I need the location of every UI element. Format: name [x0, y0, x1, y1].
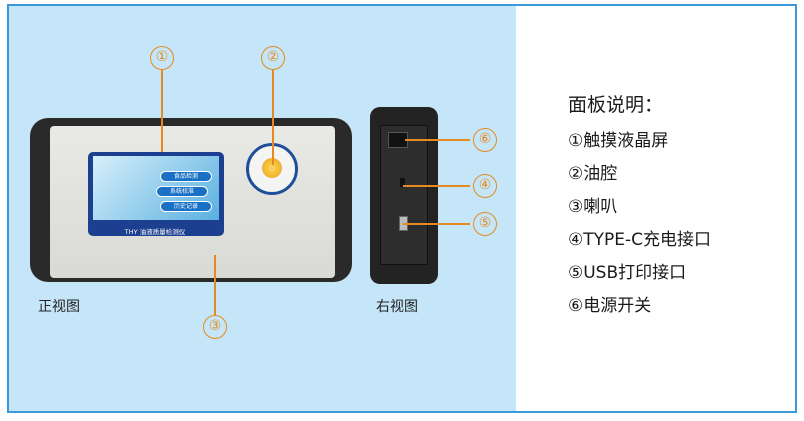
callout-2: ②	[261, 46, 285, 70]
callout-1: ①	[150, 46, 174, 70]
oil-chamber-center	[262, 158, 282, 178]
panel-legend: 面板说明： ①触摸液晶屏 ②油腔 ③喇叭 ④TYPE-C充电接口 ⑤USB打印接…	[568, 90, 711, 324]
legend-item: ②油腔	[568, 164, 618, 184]
screen-menu-item: 系统校准	[156, 186, 208, 197]
screen-menu-item: 历史记录	[160, 201, 212, 212]
arrow-3	[214, 255, 216, 315]
screen-menu-item: 食品检测	[160, 171, 212, 182]
front-view-caption: 正视图	[38, 299, 80, 315]
arrow-6	[405, 139, 470, 141]
figure-frame	[7, 4, 797, 413]
legend-title: 面板说明：	[568, 94, 664, 116]
legend-item: ④TYPE-C充电接口	[568, 230, 712, 250]
legend-item: ①触摸液晶屏	[568, 131, 669, 151]
type-c-port	[400, 178, 405, 187]
arrow-4	[403, 185, 470, 187]
callout-4: ④	[473, 174, 497, 198]
right-side-panel	[380, 125, 428, 265]
arrow-5	[403, 223, 470, 225]
callout-3: ③	[203, 315, 227, 339]
legend-item: ⑤USB打印接口	[568, 263, 687, 283]
right-view-caption: 右视图	[376, 299, 418, 315]
arrow-2	[272, 70, 274, 165]
screen-title: THY 油液质量检测仪	[124, 228, 186, 236]
callout-6: ⑥	[473, 128, 497, 152]
legend-item: ③喇叭	[568, 197, 618, 217]
legend-item: ⑥电源开关	[568, 296, 652, 316]
callout-5: ⑤	[473, 212, 497, 236]
arrow-1	[161, 70, 163, 152]
